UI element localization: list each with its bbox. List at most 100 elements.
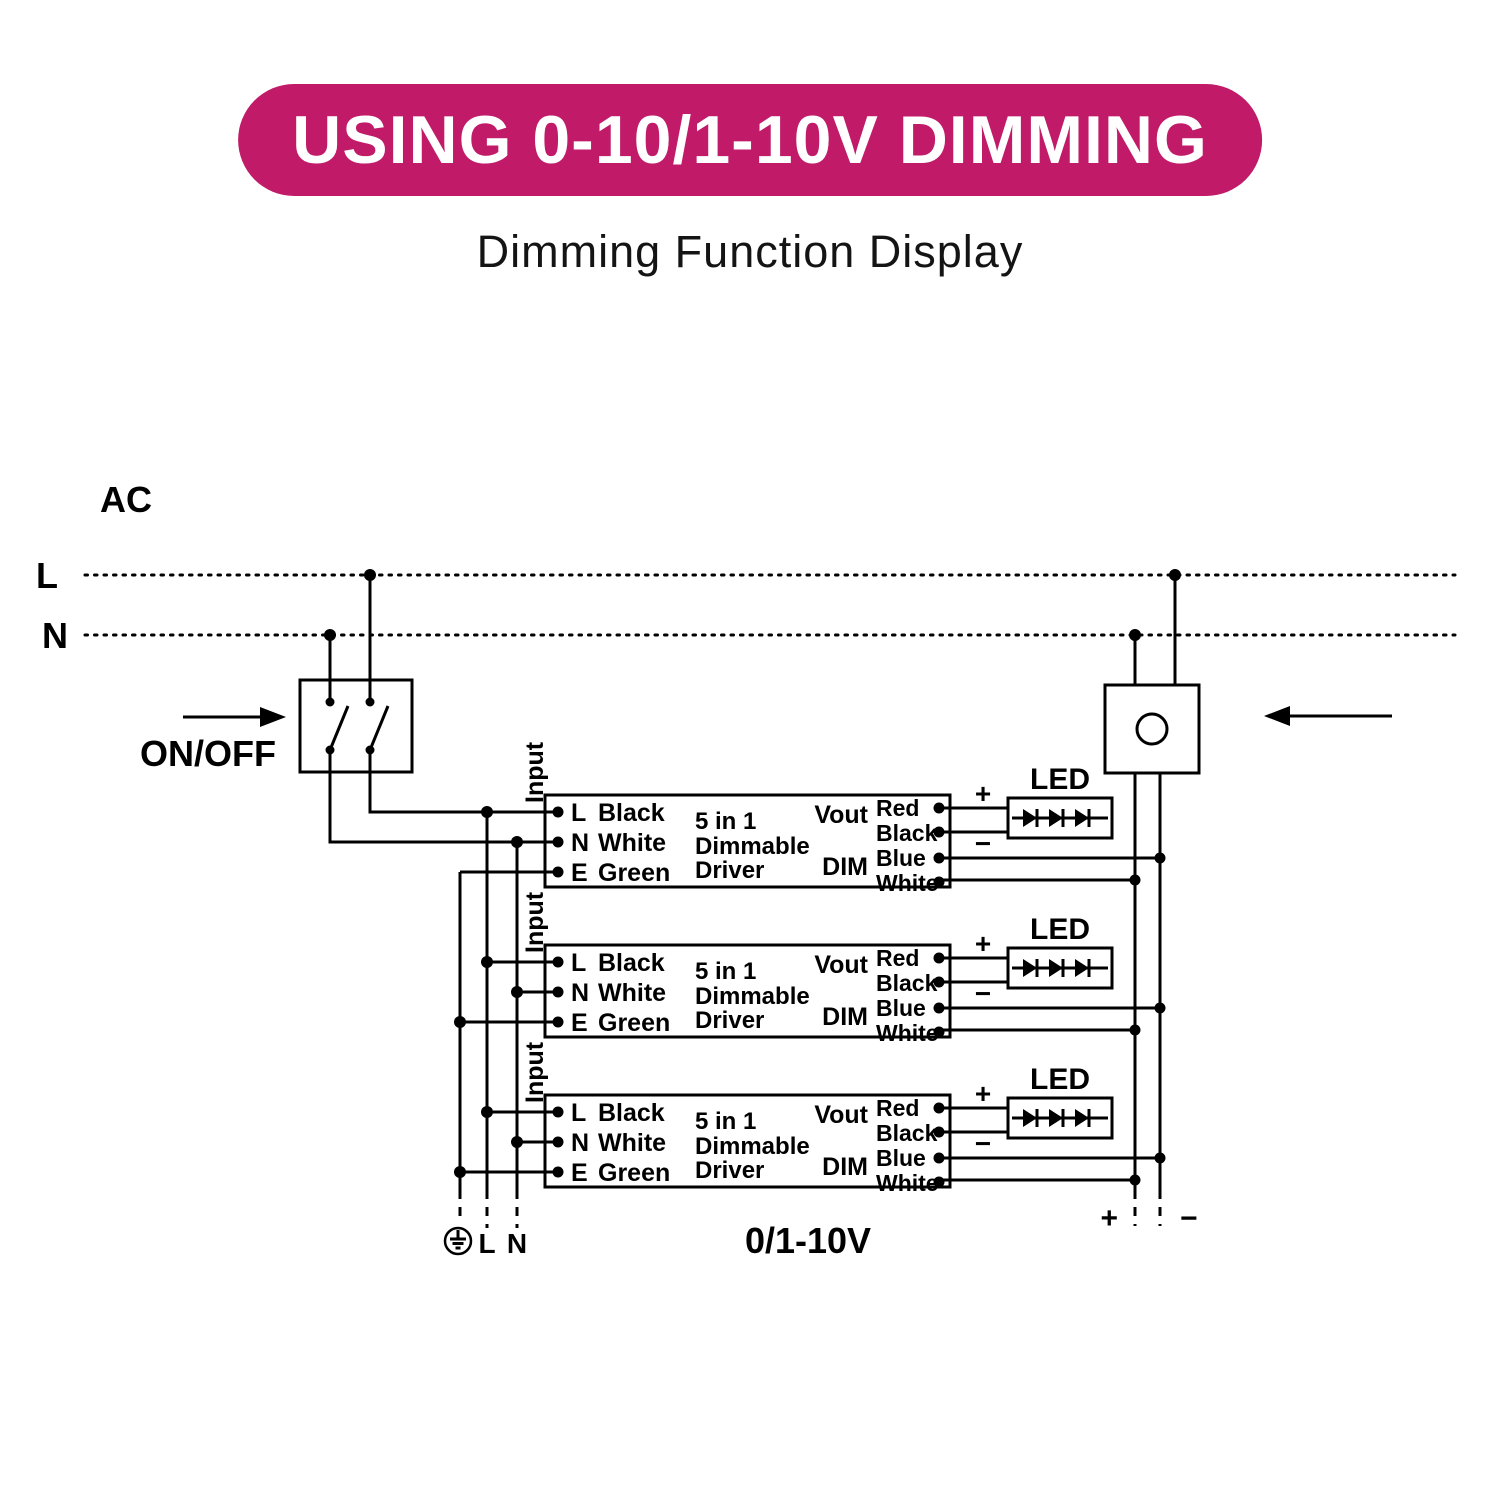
led-strip xyxy=(1006,1096,1114,1140)
driver-name-line1: 5 in 1 xyxy=(695,958,756,985)
page-subtitle: Dimming Function Display xyxy=(476,226,1024,277)
on-off-arrow-icon xyxy=(183,707,286,727)
on-off-label: ON/OFF xyxy=(140,733,276,774)
dim-label: DIM xyxy=(822,853,868,881)
terminal-e-wire: Green xyxy=(598,1159,670,1187)
led-strip xyxy=(1006,796,1114,840)
dim-blue-label: Blue xyxy=(876,845,926,871)
dimmer-feed-wires xyxy=(1133,575,1177,1226)
vout-label: Vout xyxy=(814,801,868,829)
dim-white-label: White xyxy=(876,870,939,896)
dim-blue-label: Blue xyxy=(876,995,926,1021)
led-title: LED xyxy=(1030,913,1090,946)
diode-icon xyxy=(1049,1109,1065,1127)
vout-red-label: Red xyxy=(876,945,919,971)
junction-dot xyxy=(1154,852,1166,864)
dim-label: DIM xyxy=(822,1003,868,1031)
junction-dot xyxy=(1129,1024,1141,1036)
junction-dot xyxy=(1154,1152,1166,1164)
vout-black-label: Black xyxy=(876,970,938,996)
led-minus: − xyxy=(975,978,991,1009)
dim-label: DIM xyxy=(822,1153,868,1181)
driver-input-wires xyxy=(460,1110,558,1174)
vout-label: Vout xyxy=(814,1101,868,1129)
led-plus: + xyxy=(975,928,991,959)
led-output-wires xyxy=(939,806,1008,834)
switch-box xyxy=(298,678,414,774)
driver-input-label: Input xyxy=(521,1041,549,1103)
junction-dots xyxy=(324,569,1181,1178)
l-line-label: L xyxy=(36,555,58,596)
driver-input-wires xyxy=(460,960,558,1024)
driver-unit: Input L Black N White E Green 5 in 1 Dim… xyxy=(460,741,1166,896)
diode-icon xyxy=(1049,959,1065,977)
terminal-n-wire: White xyxy=(598,1129,666,1157)
led-plus: + xyxy=(975,778,991,809)
vout-label: Vout xyxy=(814,951,868,979)
terminal-l: L xyxy=(571,799,586,827)
dimmer-switch xyxy=(1103,683,1201,775)
switch-feed-wires xyxy=(328,575,517,844)
led-minus: − xyxy=(975,828,991,859)
junction-dot xyxy=(1154,1002,1166,1014)
driver-unit: Input L Black N White E Green 5 in 1 Dim… xyxy=(460,1041,1166,1196)
led-title: LED xyxy=(1030,763,1090,796)
driver-name-line3: Driver xyxy=(695,1007,764,1034)
junction-dot xyxy=(1129,1174,1141,1186)
dim-wires xyxy=(939,1156,1160,1182)
driver-input-wires xyxy=(460,810,558,874)
ground-l-label: L xyxy=(478,1228,495,1259)
driver-left-terminal-dots xyxy=(552,806,564,878)
driver-unit: Input L Black N White E Green 5 in 1 Dim… xyxy=(460,891,1166,1046)
vout-black-label: Black xyxy=(876,820,938,846)
diode-icon xyxy=(1023,809,1039,827)
banner: USING 0-10/1-10V DIMMING xyxy=(238,84,1262,196)
driver-box xyxy=(543,1093,952,1189)
driver-name-line2: Dimmable xyxy=(695,1133,810,1160)
dimmer-knob-icon xyxy=(1135,712,1169,746)
driver-name-line2: Dimmable xyxy=(695,983,810,1010)
terminal-n: N xyxy=(571,829,589,857)
terminal-e: E xyxy=(571,1009,588,1037)
terminal-l-wire: Black xyxy=(598,799,665,827)
terminal-l-wire: Black xyxy=(598,949,665,977)
dim-wires xyxy=(939,1006,1160,1032)
input-bus-wires xyxy=(458,812,519,1228)
diode-icon xyxy=(1075,1109,1091,1127)
diode-icon xyxy=(1075,809,1091,827)
vout-red-label: Red xyxy=(876,1095,919,1121)
driver-box xyxy=(543,943,952,1039)
driver-left-terminal-dots xyxy=(552,1106,564,1178)
driver-input-label: Input xyxy=(521,741,549,803)
diode-icon xyxy=(1023,1109,1039,1127)
ac-label: AC xyxy=(100,479,152,520)
vout-black-label: Black xyxy=(876,1120,938,1146)
dim-signal-label: 0/1-10V xyxy=(745,1220,871,1261)
vout-red-label: Red xyxy=(876,795,919,821)
terminal-n-wire: White xyxy=(598,829,666,857)
terminal-e-wire: Green xyxy=(598,1009,670,1037)
terminal-n: N xyxy=(571,1129,589,1157)
driver-name-line3: Driver xyxy=(695,1157,764,1184)
terminal-l-wire: Black xyxy=(598,1099,665,1127)
earth-ground-icon xyxy=(443,1226,473,1256)
led-minus: − xyxy=(975,1128,991,1159)
dim-white-label: White xyxy=(876,1020,939,1046)
terminal-e: E xyxy=(571,1159,588,1187)
dimmer-arrow-icon xyxy=(1264,706,1392,726)
ground-n-label: N xyxy=(507,1228,527,1259)
driver-input-label: Input xyxy=(521,891,549,953)
junction-dot xyxy=(1129,874,1141,886)
diode-icon xyxy=(1023,959,1039,977)
led-title: LED xyxy=(1030,1063,1090,1096)
diode-icon xyxy=(1049,809,1065,827)
led-output-wires xyxy=(939,1106,1008,1134)
dim-white-label: White xyxy=(876,1170,939,1196)
driver-name-line1: 5 in 1 xyxy=(695,1108,756,1135)
terminal-l: L xyxy=(571,949,586,977)
on-off-switch xyxy=(298,678,414,774)
dim-minus-label: − xyxy=(1180,1202,1198,1235)
dim-blue-label: Blue xyxy=(876,1145,926,1171)
n-line-label: N xyxy=(42,615,68,656)
